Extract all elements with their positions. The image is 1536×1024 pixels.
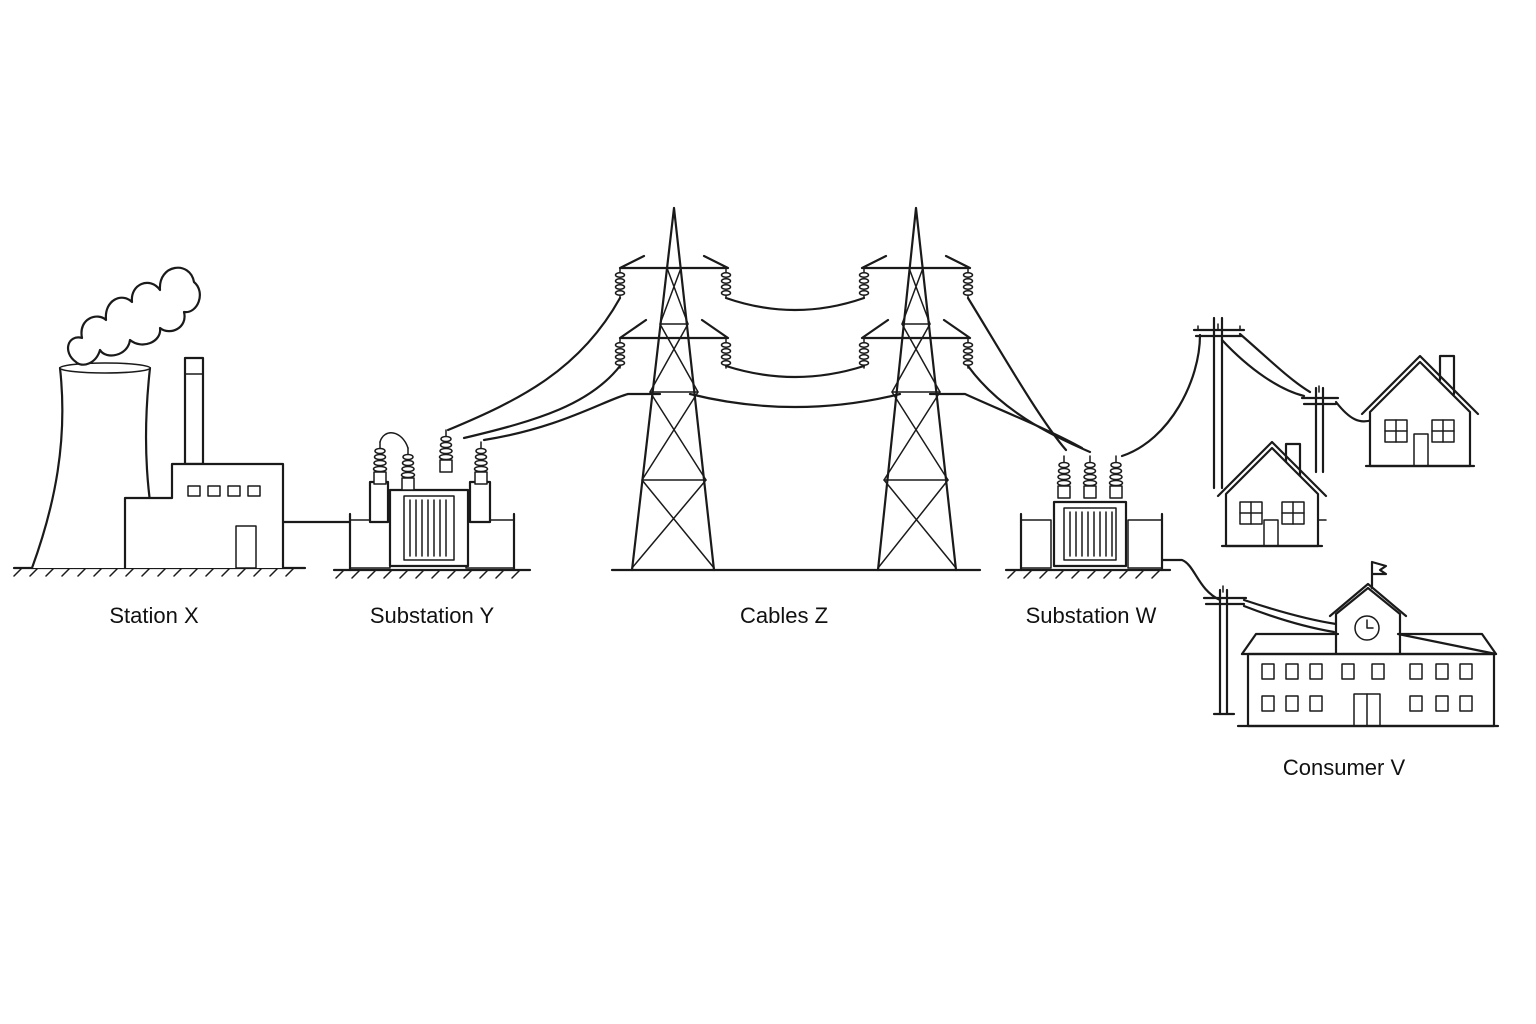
consumers: Consumer V — [1192, 316, 1500, 780]
fence-right — [465, 519, 515, 569]
fence-left — [349, 519, 391, 569]
conductor-3 — [482, 392, 662, 442]
factory-building — [123, 462, 285, 570]
label-cables-z: Cables Z — [740, 603, 828, 628]
label-substation-y: Substation Y — [370, 603, 495, 628]
factory-door — [235, 525, 257, 569]
utility-pole-1 — [1192, 316, 1246, 490]
smoke-cloud — [66, 266, 201, 366]
label-consumer-v: Consumer V — [1283, 755, 1406, 780]
house-1 — [1360, 354, 1480, 468]
conductor-1 — [446, 296, 622, 432]
label-station-x: Station X — [109, 603, 199, 628]
utility-pole-2 — [1300, 385, 1340, 474]
school-building — [1236, 560, 1500, 728]
house-2 — [1216, 440, 1328, 548]
step-down-substation: Substation W — [1004, 333, 1222, 628]
transmission-line: Cables Z — [446, 206, 1092, 628]
pylon-left — [614, 206, 732, 572]
label-substation-w: Substation W — [1026, 603, 1157, 628]
pylon-right — [858, 206, 974, 572]
step-up-substation: Substation Y — [332, 429, 532, 628]
utility-pole-3 — [1202, 585, 1248, 716]
power-station: Station X — [12, 266, 352, 628]
conductor-2 — [462, 364, 622, 440]
